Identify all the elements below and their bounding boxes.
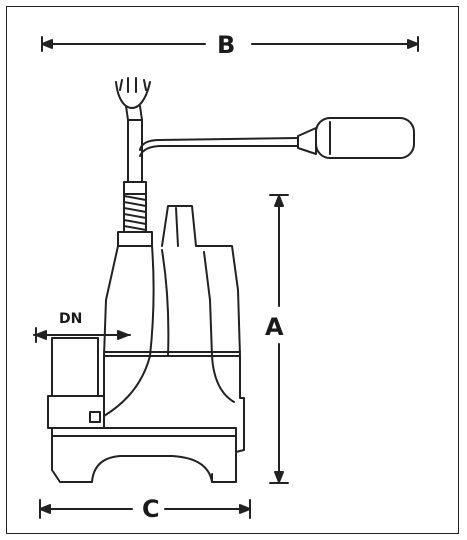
- cable-gland-spring: [123, 193, 147, 233]
- discharge-outlet: [47, 337, 105, 429]
- dimension-line-a: [269, 194, 289, 484]
- dimension-line-dn: [33, 327, 131, 343]
- dimension-label-b: B: [214, 33, 239, 57]
- dimension-label-c: C: [139, 497, 163, 521]
- lifting-handle: [115, 77, 151, 121]
- dimension-label-dn: DN: [58, 311, 84, 327]
- dimension-line-c: [39, 499, 251, 519]
- pump-cable: [123, 119, 147, 195]
- pump-body: [51, 205, 245, 483]
- dimension-line-b: [41, 36, 419, 52]
- dimension-label-a: A: [262, 315, 287, 339]
- float-switch: [139, 117, 415, 159]
- drawing-frame: [6, 6, 459, 534]
